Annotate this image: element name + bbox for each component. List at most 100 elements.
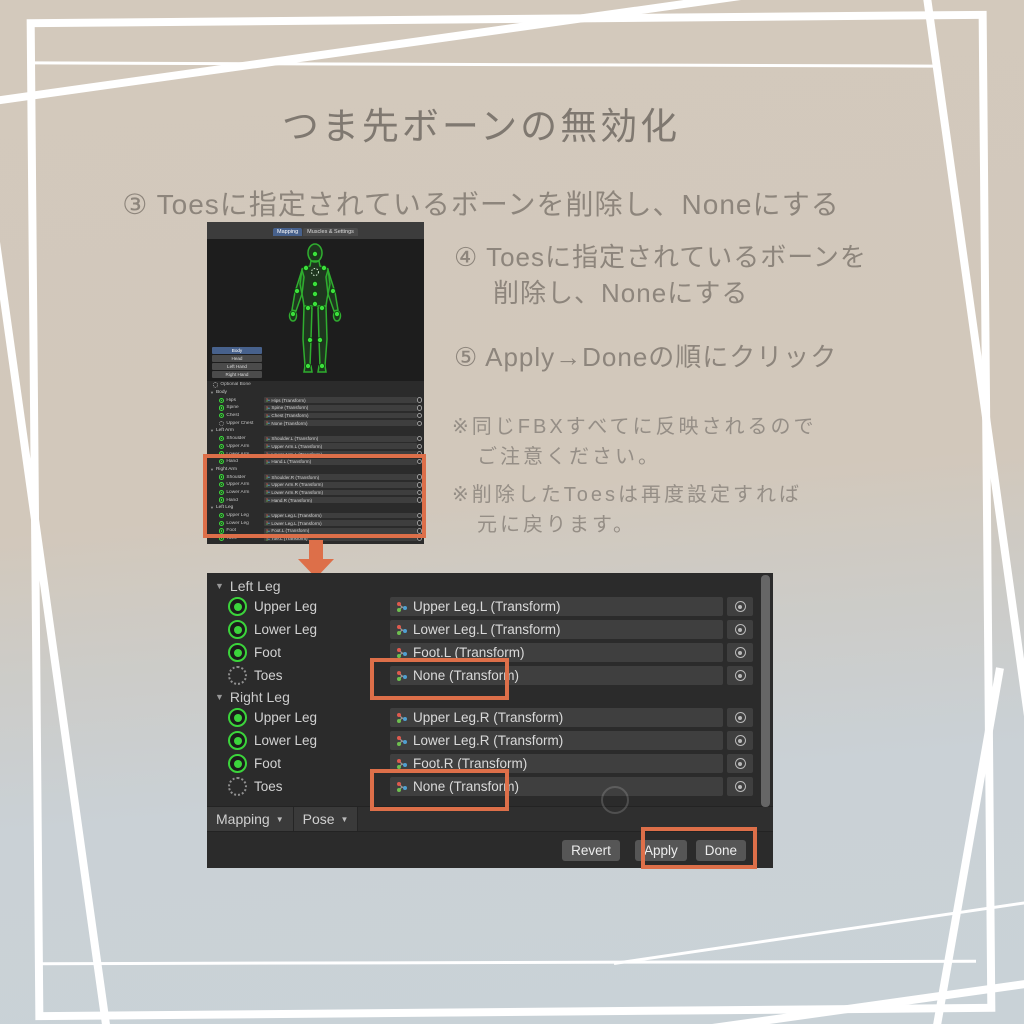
bone-assigned-icon bbox=[228, 620, 247, 639]
object-picker-button[interactable] bbox=[727, 754, 753, 773]
object-picker-icon[interactable] bbox=[416, 458, 422, 465]
bone-object-field[interactable]: Lower Arm.L (Transform) bbox=[264, 451, 417, 457]
section-label: Right Arm bbox=[215, 466, 238, 472]
part-button-right-hand[interactable]: Right Hand bbox=[212, 371, 262, 378]
apply-button[interactable]: Apply bbox=[634, 839, 687, 861]
section-label: Left Leg bbox=[215, 505, 234, 511]
scrollbar[interactable] bbox=[761, 575, 770, 807]
bone-object-value: Upper Leg.R (Transform) bbox=[413, 710, 564, 725]
bone-section-header[interactable]: ▼Left Arm bbox=[207, 427, 424, 435]
object-picker-button[interactable] bbox=[727, 666, 753, 685]
bone-section-header[interactable]: ▼Body bbox=[207, 389, 424, 397]
bone-empty-icon bbox=[219, 420, 225, 426]
bone-object-field[interactable]: Hand.R (Transform) bbox=[264, 497, 417, 504]
pose-dropdown[interactable]: Pose ▼ bbox=[293, 807, 359, 831]
transform-icon bbox=[266, 475, 271, 479]
object-picker-button[interactable] bbox=[727, 731, 753, 750]
bone-object-value: None (Transform) bbox=[271, 420, 308, 426]
bone-object-field[interactable]: Upper Leg.L (Transform) bbox=[264, 512, 417, 519]
bone-section-header[interactable]: ▼Left Leg bbox=[207, 576, 773, 595]
bone-section-header[interactable]: ▼Right Leg bbox=[207, 687, 773, 706]
object-picker-icon[interactable] bbox=[416, 397, 422, 403]
bone-section-header[interactable]: ▼Left Leg bbox=[207, 504, 424, 512]
bone-object-field[interactable]: Hand.L (Transform) bbox=[264, 458, 417, 465]
bone-object-field[interactable]: Upper Leg.L (Transform) bbox=[390, 597, 723, 616]
bone-object-field[interactable]: Upper Leg.R (Transform) bbox=[390, 708, 723, 727]
bone-object-value: Lower Arm.R (Transform) bbox=[271, 489, 324, 495]
bone-object-field[interactable]: Hips (Transform) bbox=[264, 397, 417, 404]
object-picker-icon[interactable] bbox=[416, 435, 422, 442]
step-4-line1: ④ Toesに指定されているボーンを bbox=[454, 242, 867, 272]
bone-object-field[interactable]: Lower Leg.L (Transform) bbox=[390, 620, 723, 639]
object-picker-icon[interactable] bbox=[416, 528, 422, 534]
bone-object-field[interactable]: None (Transform) bbox=[390, 666, 723, 685]
object-picker-icon[interactable] bbox=[416, 482, 422, 488]
object-picker-icon[interactable] bbox=[416, 443, 422, 450]
tab-muscles-settings[interactable]: Muscles & Settings bbox=[303, 227, 358, 236]
object-picker-icon[interactable] bbox=[416, 474, 422, 480]
part-button-body[interactable]: Body bbox=[212, 347, 262, 354]
bone-object-field[interactable]: Chest (Transform) bbox=[264, 412, 417, 419]
part-button-head[interactable]: Head bbox=[212, 355, 262, 362]
bone-object-field[interactable]: Upper Arm.R (Transform) bbox=[264, 481, 417, 488]
bone-object-field[interactable]: Lower Leg.L (Transform) bbox=[264, 520, 417, 527]
object-picker-button[interactable] bbox=[727, 708, 753, 727]
collapse-triangle-icon: ▼ bbox=[210, 466, 214, 472]
object-picker-button[interactable] bbox=[727, 777, 753, 796]
object-picker-icon[interactable] bbox=[416, 405, 422, 411]
bone-assigned-icon bbox=[219, 528, 225, 534]
bone-object-field[interactable]: Shoulder.L (Transform) bbox=[264, 435, 417, 442]
target-icon bbox=[734, 712, 746, 723]
bone-object-value: Foot.R (Transform) bbox=[413, 756, 528, 771]
bone-object-field[interactable]: None (Transform) bbox=[390, 777, 723, 796]
bone-object-field[interactable]: Spine (Transform) bbox=[264, 405, 417, 411]
revert-button[interactable]: Revert bbox=[562, 839, 620, 861]
tab-mapping[interactable]: Mapping bbox=[273, 227, 303, 236]
bone-object-field[interactable]: Upper Arm.L (Transform) bbox=[264, 443, 417, 450]
mapping-dropdown[interactable]: Mapping ▼ bbox=[207, 807, 294, 831]
bone-object-value: Chest (Transform) bbox=[271, 413, 309, 419]
transform-icon bbox=[397, 647, 407, 658]
object-picker-icon[interactable] bbox=[416, 535, 422, 542]
bone-object-field[interactable]: Lower Arm.R (Transform) bbox=[264, 489, 417, 496]
step-5-text: ⑤ Apply→Doneの順にクリック bbox=[454, 342, 838, 372]
object-picker-icon[interactable] bbox=[416, 420, 422, 427]
object-picker-icon[interactable] bbox=[416, 520, 422, 526]
bone-object-field[interactable]: Foot.L (Transform) bbox=[264, 528, 417, 534]
bone-object-field[interactable]: Toe.L (Transform) bbox=[264, 535, 417, 542]
collapse-triangle-icon: ▼ bbox=[210, 505, 214, 511]
done-button[interactable]: Done bbox=[695, 839, 746, 861]
object-picker-icon[interactable] bbox=[416, 412, 422, 419]
object-picker-button[interactable] bbox=[727, 620, 753, 639]
part-button-left-hand[interactable]: Left Hand bbox=[212, 363, 262, 370]
bone-object-field[interactable]: Foot.L (Transform) bbox=[390, 643, 723, 662]
bone-object-field[interactable]: None (Transform) bbox=[264, 420, 417, 427]
bone-label: Lower Arm bbox=[226, 451, 250, 457]
caution-notes: ※同じFBXすべてに反映されるので ご注意ください。 ※削除したToesは再度設… bbox=[452, 412, 816, 540]
transform-icon bbox=[266, 483, 271, 487]
pose-dropdown-label: Pose bbox=[302, 811, 335, 827]
bone-object-field[interactable]: Lower Leg.R (Transform) bbox=[390, 731, 723, 750]
object-picker-button[interactable] bbox=[727, 597, 753, 616]
bone-assigned-icon bbox=[219, 512, 225, 519]
bone-object-field[interactable]: Shoulder.R (Transform) bbox=[264, 474, 417, 480]
bone-assigned-icon bbox=[219, 397, 225, 403]
bone-object-value: Foot.L (Transform) bbox=[271, 528, 310, 534]
object-picker-icon[interactable] bbox=[416, 512, 422, 519]
bone-section-header[interactable]: ▼Right Arm bbox=[207, 466, 424, 474]
section-label: Body bbox=[215, 390, 227, 396]
object-picker-icon[interactable] bbox=[416, 497, 422, 503]
object-picker-icon[interactable] bbox=[416, 489, 422, 496]
object-picker-button[interactable] bbox=[727, 643, 753, 662]
bone-object-field[interactable]: Foot.R (Transform) bbox=[390, 754, 723, 773]
bone-assigned-icon bbox=[219, 474, 225, 480]
object-picker-icon[interactable] bbox=[416, 451, 422, 457]
transform-icon bbox=[266, 536, 271, 541]
bone-object-value: Upper Arm.L (Transform) bbox=[271, 443, 323, 449]
